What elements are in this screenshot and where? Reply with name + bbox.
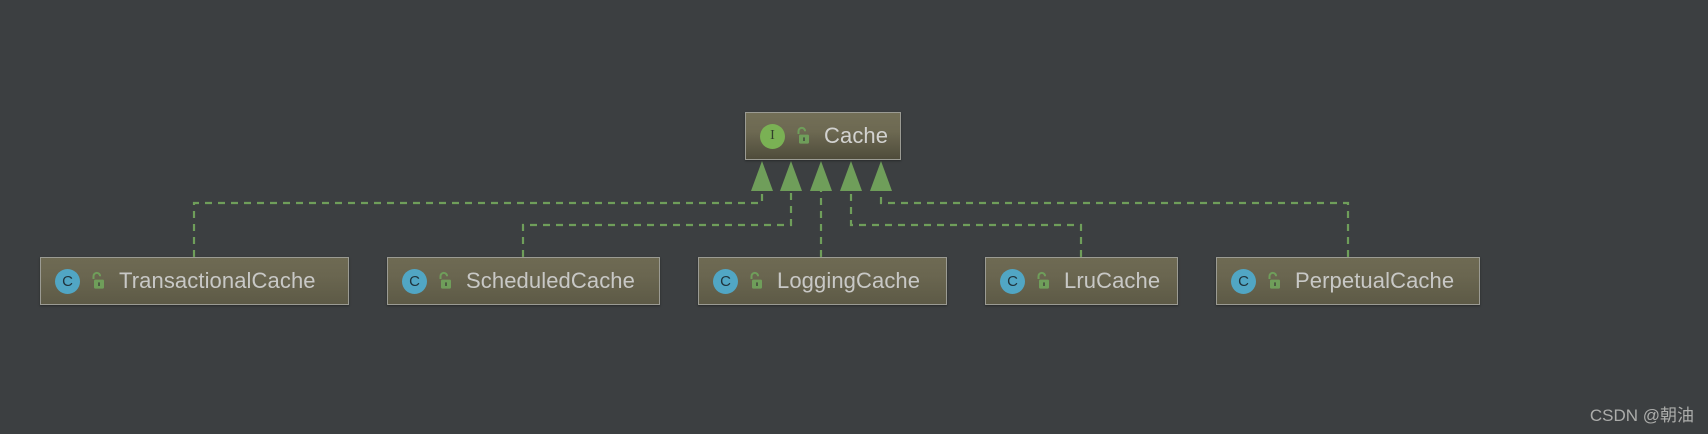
uml-node-label: PerpetualCache [1295,268,1455,293]
open-lock-icon [1268,271,1280,289]
uml-node-loggingcache[interactable]: C LoggingCache [698,257,947,305]
arrowhead-lrucache [840,161,862,191]
open-lock-icon [439,271,451,289]
open-lock-icon [92,271,104,289]
interface-badge-icon: I [760,123,785,149]
arrowhead-scheduledcache [780,161,802,191]
csdn-watermark: CSDN @朝油 [1589,406,1694,425]
class-badge-icon: C [713,268,738,294]
uml-node-label: Cache [824,123,889,148]
edge-transactionalcache-cache [192,188,764,257]
open-lock-icon [1037,271,1049,289]
arrowhead-loggingcache [810,161,832,191]
arrowhead-perpetualcache [870,161,892,191]
class-badge-icon: C [1000,268,1025,294]
uml-node-cache[interactable]: I Cache [745,112,901,160]
edge-scheduledcache-cache [521,188,793,257]
uml-node-label: TransactionalCache [119,268,316,293]
uml-node-transactionalcache[interactable]: C TransactionalCache [40,257,349,305]
edge-lrucache-cache [849,188,1083,257]
uml-node-label: LruCache [1064,268,1161,293]
uml-node-scheduledcache[interactable]: C ScheduledCache [387,257,660,305]
class-badge-icon: C [55,268,80,294]
uml-node-lrucache[interactable]: C LruCache [985,257,1178,305]
open-lock-icon [750,271,762,289]
arrowhead-transactionalcache [751,161,773,191]
class-badge-icon: C [402,268,427,294]
class-badge-icon: C [1231,268,1256,294]
open-lock-icon [797,126,809,144]
uml-node-label: LoggingCache [777,268,921,293]
edge-perpetualcache-cache [879,188,1350,257]
uml-node-label: ScheduledCache [466,268,635,293]
uml-node-perpetualcache[interactable]: C PerpetualCache [1216,257,1480,305]
